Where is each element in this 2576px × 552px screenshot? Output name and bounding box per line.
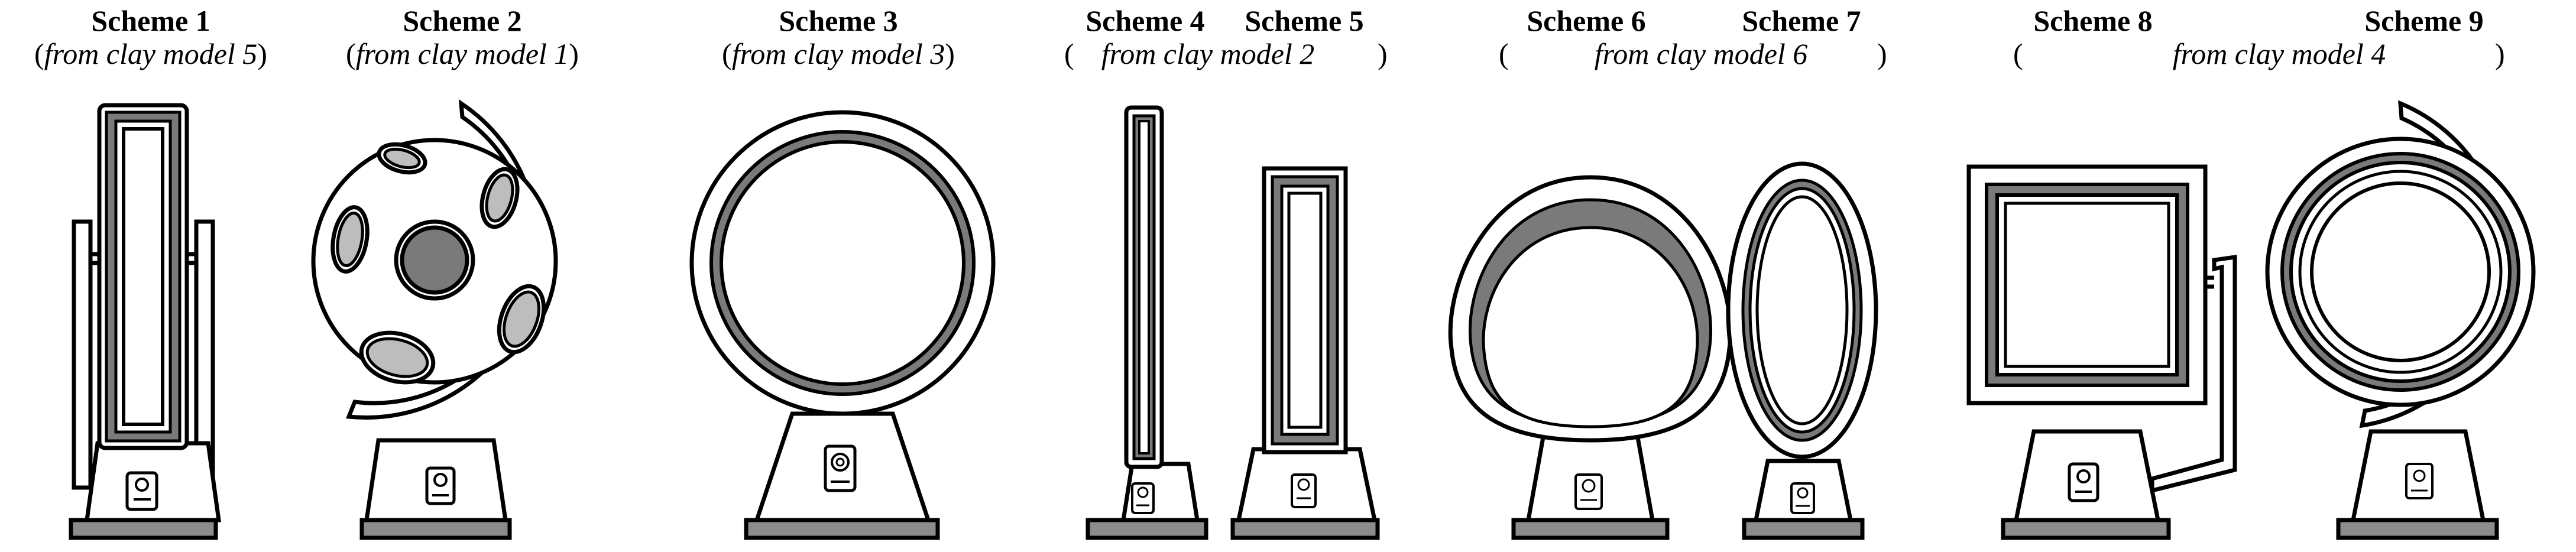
scheme-7-base-band <box>1742 518 1865 540</box>
scheme-1-left-bar <box>72 219 93 490</box>
scheme-9-drawing <box>2265 100 2536 540</box>
scheme-89-source: from clay model 4 <box>2173 37 2386 70</box>
scheme-45-source-close: ) <box>1378 37 1388 70</box>
scheme-45-source: from clay model 2 <box>1101 37 1315 70</box>
scheme-3-base-band <box>744 518 940 540</box>
scheme-3-source: (from clay model 3) <box>722 37 955 70</box>
scheme-1-title: Scheme 1 <box>91 4 210 37</box>
scheme-8-arm <box>2150 254 2237 493</box>
scheme-1-source: (from clay model 5) <box>34 37 267 70</box>
scheme-1-base-band <box>69 518 218 540</box>
scheme-8-base-band <box>2001 518 2171 540</box>
scheme-8-title: Scheme 8 <box>2033 4 2152 37</box>
scheme-89-source-open: ( <box>2013 37 2023 70</box>
scheme-4-drawing <box>1086 105 1208 540</box>
scheme-6-base-band <box>1511 518 1670 540</box>
scheme-4-base-band <box>1086 518 1208 540</box>
scheme-6-drawing <box>1448 175 1733 540</box>
scheme-3-drawing <box>689 110 996 540</box>
scheme-2-base-band <box>359 518 512 540</box>
scheme-9-base-band <box>2336 518 2499 540</box>
scheme-2-title: Scheme 2 <box>403 4 521 37</box>
scheme-67-source-close: ) <box>1877 37 1887 70</box>
scheme-5-title: Scheme 5 <box>1245 4 1363 37</box>
scheme-5-base-band <box>1230 518 1380 540</box>
scheme-7-drawing <box>1726 161 1878 540</box>
scheme-9-title: Scheme 9 <box>2364 4 2483 37</box>
scheme-67-source-open: ( <box>1499 37 1509 70</box>
scheme-4-title: Scheme 4 <box>1086 4 1204 37</box>
scheme-5-drawing <box>1230 166 1380 540</box>
scheme-3-title: Scheme 3 <box>779 4 897 37</box>
labels: Scheme 1 (from clay model 5) Scheme 2 (f… <box>34 4 2505 70</box>
scheme-7-title: Scheme 7 <box>1742 4 1861 37</box>
scheme-6-title: Scheme 6 <box>1527 4 1645 37</box>
scheme-1-drawing <box>69 103 222 540</box>
scheme-8-drawing <box>1966 164 2237 540</box>
scheme-2-source: (from clay model 1) <box>346 37 579 70</box>
scheme-89-source-close: ) <box>2495 37 2505 70</box>
scheme-2-drawing <box>311 99 558 540</box>
scheme-67-source: from clay model 6 <box>1595 37 1808 70</box>
scheme-45-source-open: ( <box>1064 37 1074 70</box>
